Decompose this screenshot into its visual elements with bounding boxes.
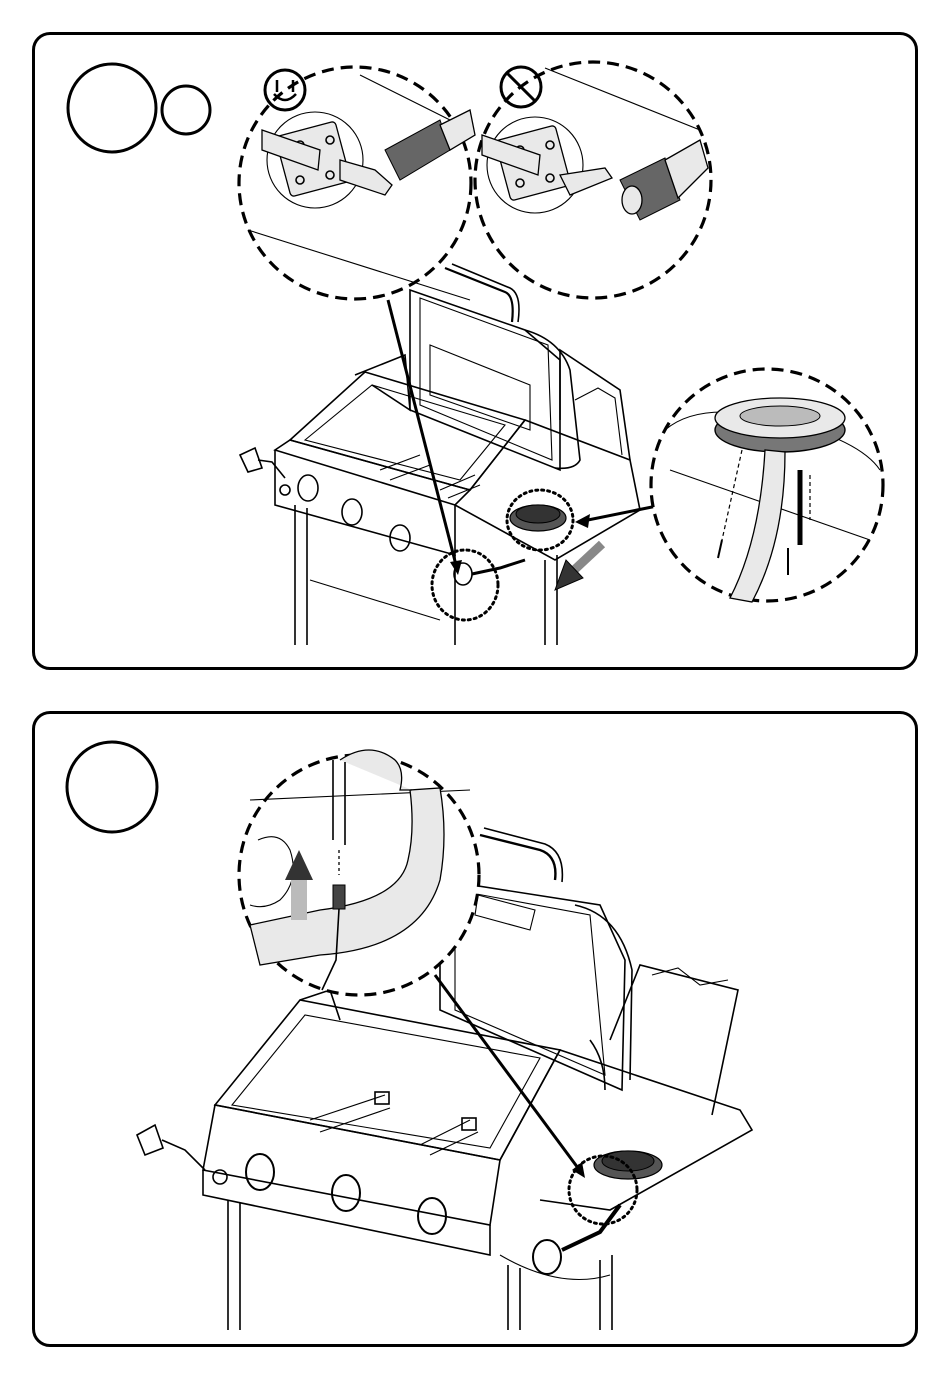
pointer-arrow-burner [578, 505, 662, 522]
correct-connection-detail [239, 67, 475, 300]
side-burner-detail [651, 369, 883, 602]
step-1-sub-number-circle [162, 86, 210, 134]
step-1-number-circle [68, 64, 156, 152]
step-2-panel [32, 711, 918, 1347]
incorrect-connection-detail [475, 62, 711, 298]
arrow-icon [555, 544, 602, 590]
grill-illustration-top [240, 264, 640, 645]
